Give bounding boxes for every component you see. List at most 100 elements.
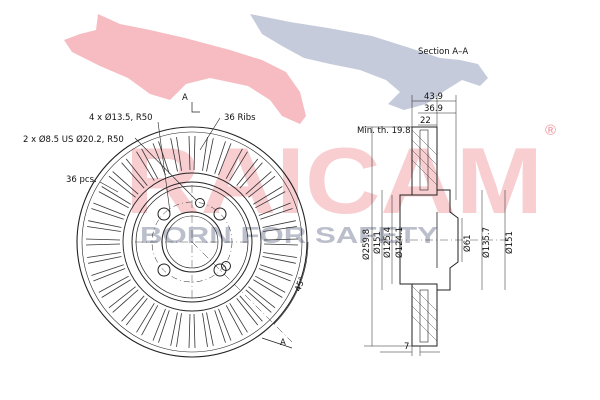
cooling-rib	[98, 191, 129, 209]
cooling-rib	[98, 275, 129, 293]
centerline-45	[191, 241, 293, 343]
min-thickness: Min. th. 19.8	[357, 126, 411, 136]
section-cut-bottom	[261, 337, 293, 349]
cooling-rib	[158, 310, 170, 343]
disc-outer-rim-inner	[81, 131, 303, 353]
cooling-rib	[248, 175, 276, 198]
cooling-rib	[258, 268, 291, 282]
cooling-rib	[260, 208, 293, 220]
cooling-rib	[85, 238, 121, 241]
dim-d61: Ø61	[462, 234, 473, 252]
cooling-rib	[91, 208, 124, 220]
cooling-rib	[225, 148, 243, 179]
friction-ring-inner-edge	[122, 172, 262, 312]
pcs-label: 36 pcs.	[66, 175, 97, 185]
cooling-rib	[218, 143, 232, 176]
cooling-rib	[248, 286, 276, 309]
cooling-rib	[206, 312, 214, 346]
leader-pcs	[99, 181, 119, 193]
cooling-rib	[88, 256, 122, 264]
section-title: Section A–A	[418, 47, 468, 57]
cooling-rib	[253, 186, 283, 205]
cooling-rib	[255, 191, 286, 209]
vent-gap-lower	[419, 289, 429, 343]
dim-d135: Ø135.7	[481, 227, 492, 258]
cooling-rib	[245, 171, 272, 195]
cooling-rib	[255, 275, 286, 293]
cooling-rib	[93, 202, 126, 216]
cooling-rib	[239, 162, 263, 189]
cooling-rib	[229, 303, 248, 333]
angle-arc	[273, 241, 309, 325]
cooling-rib	[245, 289, 272, 313]
leader-holes	[157, 121, 171, 213]
dim-offset-7: 7	[404, 342, 409, 352]
friction-ring-upper	[411, 126, 438, 196]
cooling-rib	[152, 143, 166, 176]
cooling-rib	[206, 138, 214, 172]
cooling-rib	[93, 268, 126, 282]
cooling-rib	[239, 295, 263, 322]
cooling-rib	[229, 151, 248, 181]
cooling-rib	[136, 151, 155, 181]
cooling-rib	[141, 305, 159, 336]
locating-hole	[221, 261, 231, 271]
cooling-rib	[170, 138, 178, 172]
cooling-rib	[188, 135, 191, 171]
vent-gap-upper	[419, 129, 429, 191]
cooling-rib	[260, 264, 293, 276]
cooling-rib	[176, 137, 182, 171]
brand-tagline: BORN FOR SAFETY	[140, 222, 438, 248]
cooling-rib	[87, 252, 121, 258]
front-labels: 4 x Ø13.5, R50 2 x Ø8.5 US Ø20.2, R50 36…	[23, 93, 308, 348]
cat-logo-blue	[250, 14, 488, 110]
cooling-rib	[262, 256, 296, 264]
cooling-rib	[125, 158, 148, 186]
bolt-hole	[157, 207, 171, 221]
bolt-hole	[157, 263, 171, 277]
cooling-rib	[108, 286, 136, 309]
section-mark-bottom: A	[280, 338, 286, 348]
cooling-rib	[236, 158, 259, 186]
cooling-rib	[263, 243, 299, 246]
holes-label: 4 x Ø13.5, R50	[89, 112, 153, 123]
cooling-rib	[121, 162, 145, 189]
cooling-rib	[158, 141, 170, 174]
cooling-rib	[141, 148, 159, 179]
cooling-rib	[188, 313, 191, 349]
dim-d151-right: Ø151	[504, 231, 515, 254]
brand-name: RAICAM	[125, 128, 543, 233]
cooling-rib	[262, 220, 296, 228]
cooling-rib	[225, 305, 243, 336]
registered-mark: ®	[545, 122, 556, 139]
dim-d124: Ø124.1	[394, 227, 405, 258]
cooling-rib	[263, 252, 297, 258]
section-hatching	[411, 129, 438, 342]
cooling-rib	[236, 298, 259, 326]
cooling-rib	[214, 141, 226, 174]
cooling-rib	[112, 171, 139, 195]
dim-d151-left: Ø151	[372, 231, 383, 254]
leader-ribs	[199, 117, 221, 151]
cooling-rib	[136, 303, 155, 333]
friction-ring-lower	[411, 283, 438, 347]
cat-logo-red	[64, 14, 306, 124]
cooling-rib	[87, 226, 121, 232]
dim-d125: Ø125.4	[382, 227, 393, 258]
section-cut-top	[191, 102, 200, 113]
section-dimensions	[364, 95, 506, 356]
leader-pcd	[134, 137, 197, 201]
cooling-rib	[101, 279, 131, 298]
cooling-ribs	[85, 135, 299, 349]
dim-width-hat: 36.9	[424, 104, 443, 114]
locating-hole	[195, 198, 205, 208]
cooling-rib	[202, 137, 208, 171]
cooling-rib	[125, 298, 148, 326]
cooling-rib	[176, 313, 182, 347]
cooling-rib	[193, 313, 196, 349]
disc-outer-rim	[76, 126, 308, 358]
dim-width-22: 22	[420, 116, 431, 126]
cooling-rib	[263, 226, 297, 232]
